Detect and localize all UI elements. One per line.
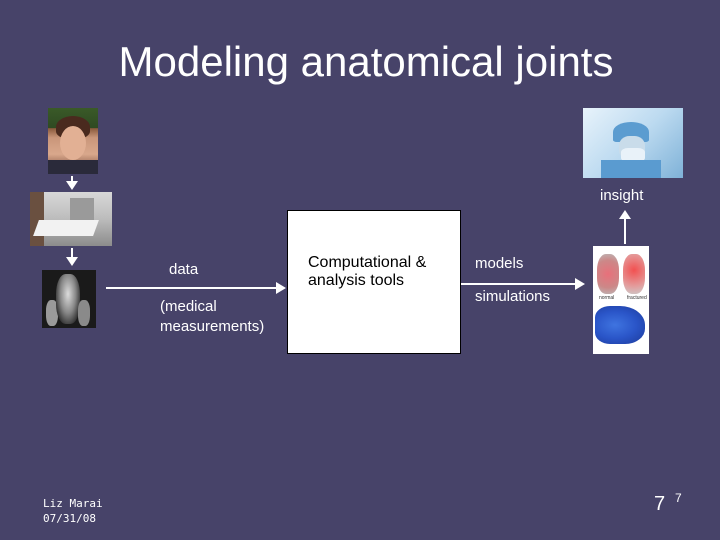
arrow-portrait-to-scanner: [66, 176, 78, 190]
normal-wrist-bone-shape: [597, 254, 619, 294]
data-label: data: [169, 261, 199, 278]
scrubs-shape: [601, 160, 661, 178]
author-name: Liz Marai: [43, 497, 103, 510]
bone-shape: [46, 300, 58, 326]
scanner-bed-shape: [33, 220, 99, 236]
ct-scanner-photo: [30, 192, 112, 246]
bone-shape: [78, 300, 90, 326]
researcher-photo: [48, 108, 98, 174]
wall-shape: [30, 192, 44, 246]
bone-shape: [56, 274, 80, 324]
models-label: models: [475, 255, 524, 272]
wrist-model-images: normal fractured: [593, 246, 649, 354]
surgical-mask-shape: [621, 148, 645, 162]
page-number: 7: [654, 493, 666, 515]
arrow-data-to-tools: [106, 282, 286, 294]
face-shape: [60, 126, 86, 160]
computational-tools-label: Computational & analysis tools: [308, 254, 427, 289]
slide-footer: Liz Marai 07/31/08: [43, 496, 103, 526]
page-number-small: 7: [675, 491, 682, 505]
surgeon-photo: [583, 108, 683, 178]
insight-label: insight: [600, 187, 644, 204]
shirt-shape: [48, 160, 98, 174]
arrow-tools-to-models: [461, 278, 585, 290]
slide-date: 07/31/08: [43, 512, 96, 525]
arrow-models-to-insight: [619, 210, 631, 244]
wrist-3d-model-shape: [595, 306, 645, 344]
simulations-label: simulations: [475, 288, 551, 305]
fractured-wrist-bone-shape: [623, 254, 645, 294]
slide-title: Modeling anatomical joints: [118, 38, 614, 85]
xray-image: [42, 270, 96, 328]
fractured-caption: fractured: [627, 295, 647, 301]
arrow-scanner-to-xray: [66, 248, 78, 266]
normal-caption: normal: [599, 295, 615, 301]
medical-measurements-label: (medical measurements): [160, 298, 265, 335]
computational-tools-box: Computational & analysis tools: [287, 210, 461, 354]
